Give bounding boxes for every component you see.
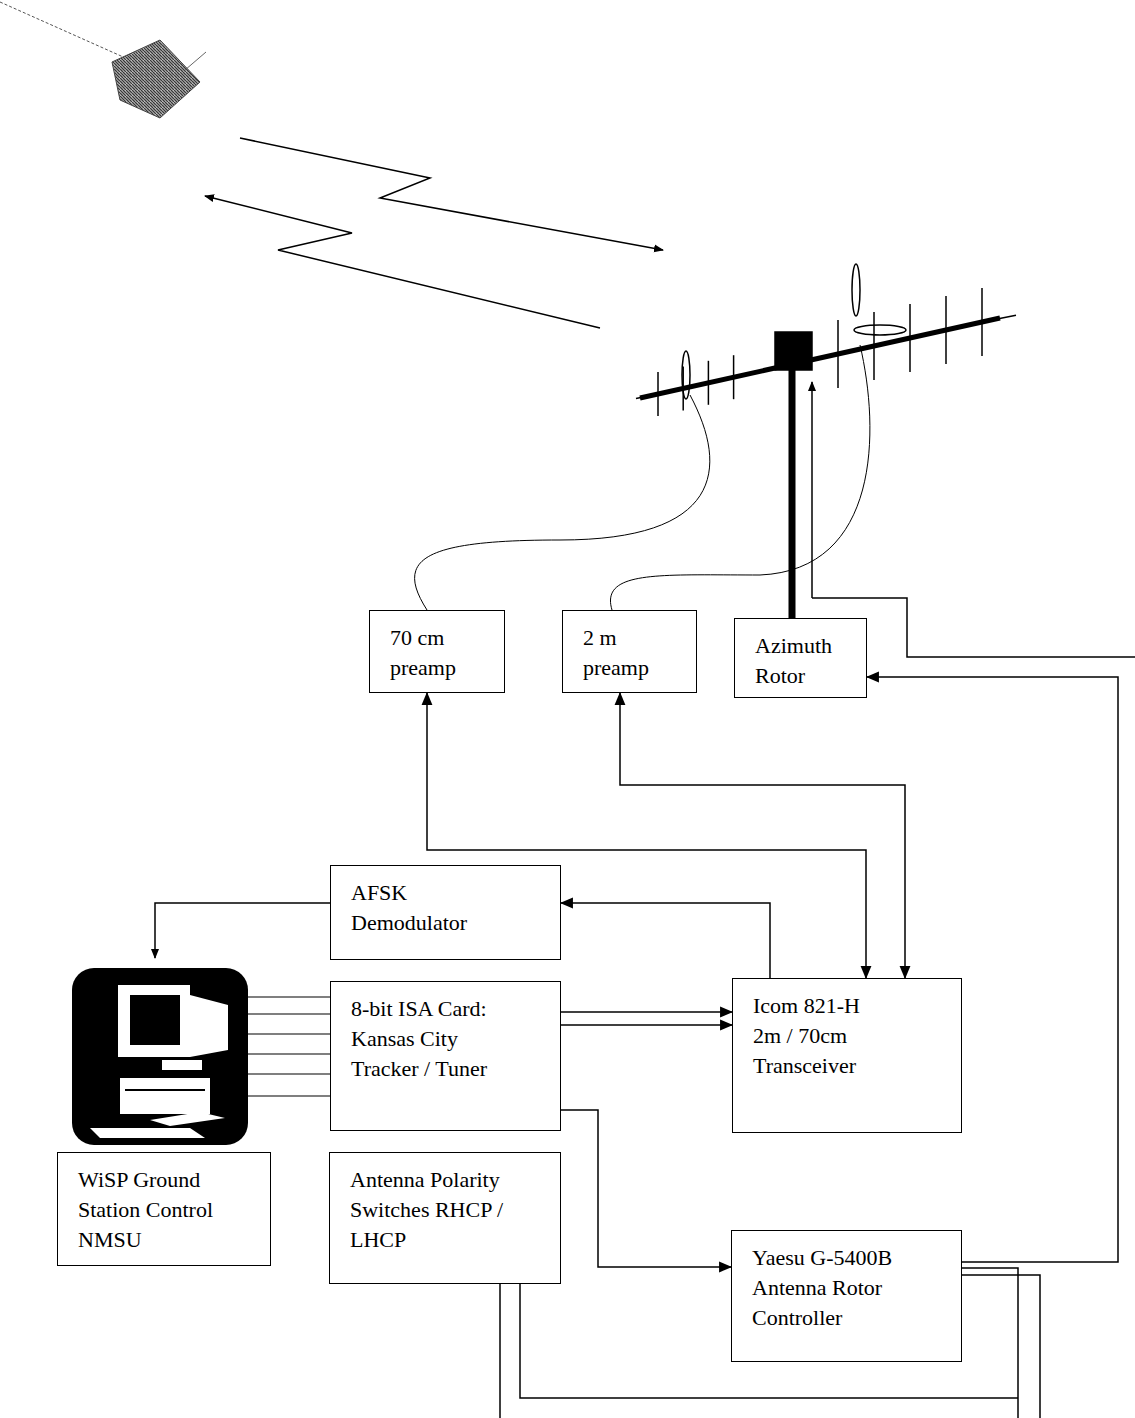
box-label: Icom 821-H 2m / 70cm Transceiver [753,991,878,1081]
box-label: Azimuth Rotor [755,631,850,691]
computer-icon [72,968,248,1145]
bus-wire [248,997,330,1096]
signal-connector [561,1024,732,1026]
radio-link [205,138,663,328]
block-box: Antenna Polarity Switches RHCP / LHCP [329,1152,561,1284]
coax-cable [415,345,870,610]
box-label: 70 cm preamp [390,623,480,683]
signal-connector [561,1110,731,1267]
signal-connector [561,1011,732,1013]
block-box: Yaesu G-5400B Antenna Rotor Controller [731,1230,962,1362]
block-box: 70 cm preamp [369,610,505,693]
box-label: Antenna Polarity Switches RHCP / LHCP [350,1165,525,1255]
box-label: 2 m preamp [583,623,673,683]
block-box: 2 m preamp [562,610,697,693]
box-label: 8-bit ISA Card: Kansas City Tracker / Tu… [351,994,526,1084]
satellite [0,2,206,118]
box-label: AFSK Demodulator [351,878,481,938]
block-box: WiSP Ground Station Control NMSU [57,1152,271,1266]
box-label: WiSP Ground Station Control NMSU [78,1165,248,1255]
block-box: 8-bit ISA Card: Kansas City Tracker / Tu… [330,981,561,1131]
block-box: Icom 821-H 2m / 70cm Transceiver [732,978,962,1133]
antenna-array [636,264,1016,618]
block-box: AFSK Demodulator [330,865,561,960]
control-wire [155,598,1135,1418]
box-label: Yaesu G-5400B Antenna Rotor Controller [752,1243,902,1333]
signal-connector [620,693,905,978]
signal-connector [561,903,770,978]
signal-connector [867,677,1118,1262]
block-box: Azimuth Rotor [734,618,867,698]
